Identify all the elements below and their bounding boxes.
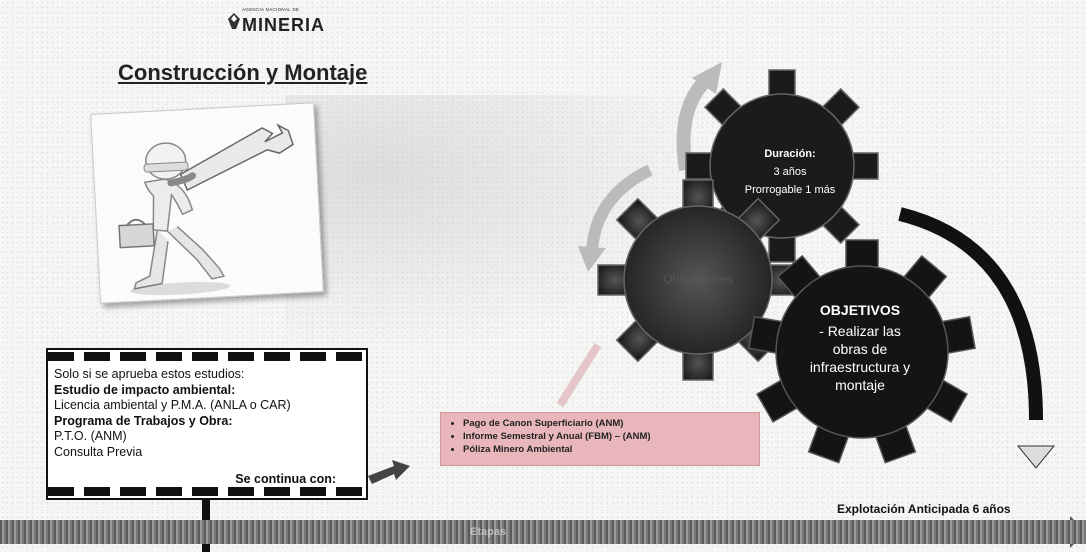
obligations-list: Pago de Canon Superficiario (ANM) Inform…: [441, 417, 759, 456]
obligation-item: Póliza Minero Ambiental: [463, 443, 759, 456]
logo-icon: [228, 13, 240, 29]
gear-middle-label: Obligaciones: [663, 272, 733, 286]
box-border-bottom: [48, 487, 366, 496]
cycle-arrow-mid-left: [586, 164, 653, 251]
cycle-arrow-right-head: [1016, 445, 1056, 469]
duracion-line1: 3 años: [773, 166, 807, 178]
timeline-band-label: Etapas: [470, 526, 507, 538]
obligations-box: Pago de Canon Superficiario (ANM) Inform…: [440, 412, 760, 466]
continua-arrow: [368, 460, 410, 484]
timeline-label: Explotación Anticipada 6 años: [837, 502, 1011, 516]
requirements-list: Solo si se aprueba estos estudios: Estud…: [54, 367, 291, 460]
timeline-band: Etapas: [0, 520, 1086, 544]
cycle-arrow-mid-left-head: [578, 246, 606, 272]
logo-subtitle: AGENCIA NACIONAL DE: [242, 7, 300, 12]
logo-name: MINERIA: [242, 15, 325, 35]
gear-obligaciones: [597, 179, 799, 381]
page-title: Construcción y Montaje: [118, 60, 368, 85]
requirements-box: Solo si se aprueba estos estudios: Estud…: [46, 348, 368, 500]
duracion-title: Duración:: [764, 148, 816, 160]
requirements-line: Estudio de impacto ambiental:: [54, 382, 236, 397]
gear-top-text: Duración: 3 años Prorrogable 1 más: [730, 145, 850, 199]
requirements-line: Solo si se aprueba estos estudios:: [54, 367, 245, 381]
obligation-item: Informe Semestral y Anual (FBM) – (ANM): [463, 430, 759, 443]
cycle-arrow-top-left: [676, 75, 712, 172]
gear-objetivos: [748, 239, 976, 464]
requirements-line: P.T.O. (ANM): [54, 429, 127, 443]
requirements-line: Licencia ambiental y P.M.A. (ANLA o CAR): [54, 398, 291, 412]
duracion-line2: Prorrogable 1 más: [744, 184, 836, 196]
requirements-line: Consulta Previa: [54, 444, 143, 459]
connector-line: [556, 342, 602, 408]
objetivos-title: OBJETIVOS: [819, 302, 901, 318]
requirements-line: Programa de Trabajos y Obra:: [54, 413, 233, 428]
worker-illustration: [90, 102, 324, 304]
box-border-top: [48, 352, 366, 361]
obligation-item: Pago de Canon Superficiario (ANM): [463, 417, 759, 430]
cycle-arrow-right: [898, 207, 1043, 421]
gear-right-text: OBJETIVOS - Realizar las obras de infrae…: [800, 302, 920, 394]
cycle-arrow-top-left-head: [692, 62, 722, 94]
logo: AGENCIA NACIONAL DE MINERIA: [228, 6, 328, 40]
continues-label: Se continua con:: [235, 472, 336, 486]
worker-figure-icon: [118, 123, 294, 296]
objetivos-text: - Realizar las obras de infraestructura …: [809, 323, 911, 393]
